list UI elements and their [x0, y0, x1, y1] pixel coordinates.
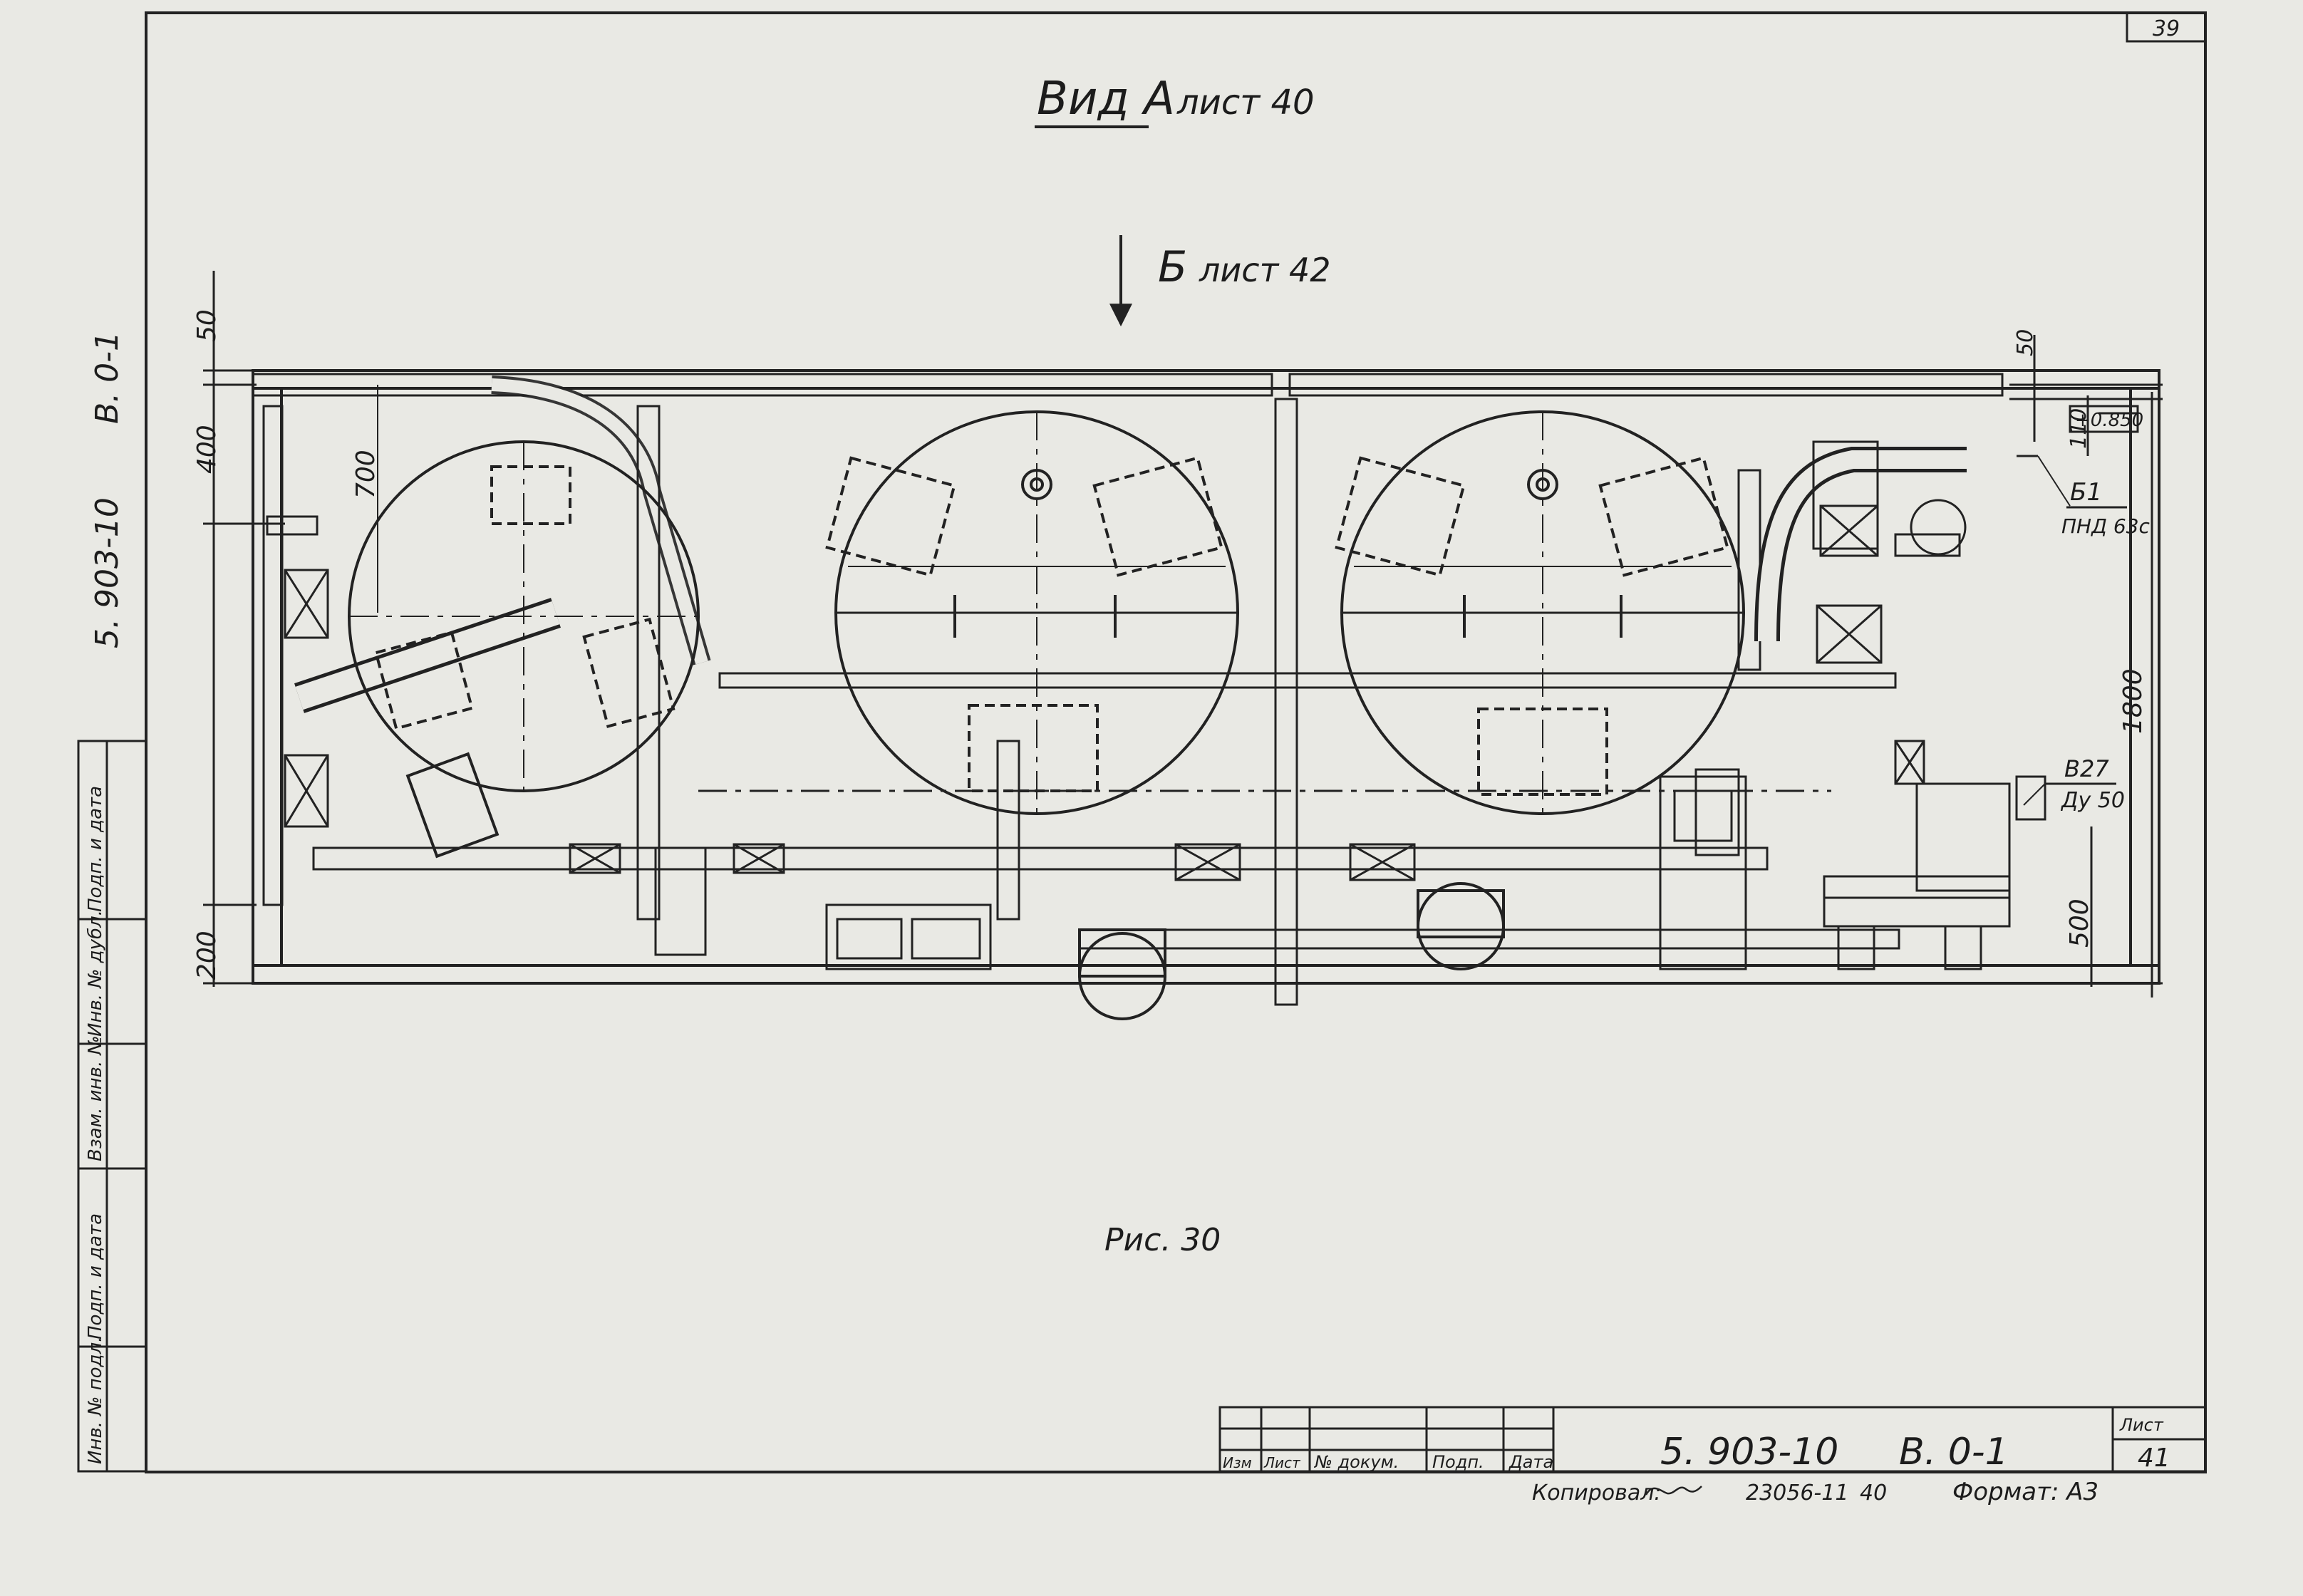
b1-leader	[2037, 455, 2071, 507]
title-col-data: Дата	[1508, 1452, 1553, 1472]
v27-sub-label: Ду 50	[2060, 788, 2125, 813]
v27-label: В27	[2064, 755, 2109, 782]
tank-right	[1335, 410, 1745, 970]
page-number-box	[2126, 11, 2207, 43]
view-sheet-ref: лист 40	[1176, 83, 1315, 123]
side-stamp-podp-data-1: Подп. и дата	[85, 1213, 106, 1340]
footer-copied: Копировал:	[1532, 1481, 1662, 1506]
title-col-list: Лист	[1263, 1454, 1301, 1471]
footer-format: Формат: А3	[1952, 1478, 2098, 1506]
side-stamp-inv-dubl: Инв. № дубл.	[85, 910, 106, 1037]
side-issue-code: В. 0-1	[89, 331, 125, 424]
copier-signature	[1645, 1486, 1702, 1496]
title-col-izm: Изм	[1223, 1454, 1252, 1471]
dim-1800: 1800	[2118, 668, 2148, 734]
side-series-code: 5. 903-10	[89, 497, 125, 648]
valves	[284, 569, 2046, 881]
view-b-label: Б	[1158, 242, 1187, 292]
elevation-value: +0.850	[2075, 410, 2143, 431]
title-sheet-label: Лист	[2119, 1415, 2164, 1435]
dim-50-left: 50	[192, 309, 222, 342]
title-sheet-number: 41	[2138, 1444, 2170, 1473]
view-b-sheet-ref: лист 42	[1199, 251, 1331, 289]
page-number: 39	[2153, 16, 2180, 41]
dim-700: 700	[351, 450, 381, 499]
side-stamp-grid	[77, 740, 148, 1473]
title-col-podp: Подп.	[1432, 1452, 1484, 1472]
dim-500: 500	[2065, 898, 2094, 948]
dim-400: 400	[192, 425, 222, 474]
tank-left	[348, 440, 700, 859]
left-dimensions	[203, 271, 378, 987]
side-stamp-inv-podl: Инв. № подл.	[85, 1337, 106, 1464]
dim-50-right: 50	[2013, 329, 2038, 356]
footer-40: 40	[1860, 1481, 1887, 1506]
view-title: Вид А	[1037, 73, 1175, 125]
side-stamp-vzam-inv: Взам. инв. №	[85, 1035, 106, 1161]
piping	[252, 373, 2011, 1006]
v27-leader	[2023, 783, 2046, 806]
side-stamp-podp-data-2: Подп. и дата	[85, 786, 106, 912]
b1-label: Б1	[2070, 478, 2102, 507]
figure-caption: Рис. 30	[1104, 1222, 1221, 1258]
elevation-mark	[2069, 405, 2139, 433]
b1-sub-label: ПНД 63с	[2061, 514, 2151, 538]
title-block	[1218, 1406, 2207, 1473]
footer-number: 23056-11	[1746, 1481, 1848, 1506]
dim-200: 200	[192, 931, 222, 980]
title-col-doc: № докум.	[1313, 1452, 1399, 1472]
title-issue: В. 0-1	[1899, 1431, 2009, 1473]
tank-middle	[825, 410, 1239, 1020]
title-code: 5. 903-10	[1660, 1431, 1838, 1473]
